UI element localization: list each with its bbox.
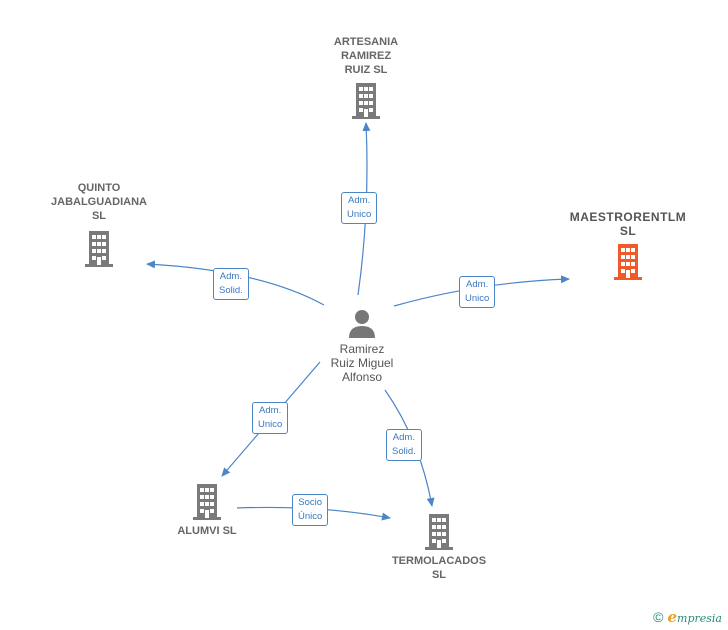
- company-alumvi[interactable]: ALUMVI SL: [160, 484, 254, 538]
- relation-label-alumvi-termolacados[interactable]: Socio Único: [292, 494, 329, 526]
- building-icon: [425, 514, 453, 550]
- relation-label-line: Adm.: [466, 279, 489, 290]
- relation-label-alumvi[interactable]: Adm. Unico: [252, 402, 289, 434]
- building-icon: [85, 231, 113, 267]
- person-name-line: Alfonso: [341, 370, 383, 384]
- relation-label-artesania[interactable]: Adm. Unico: [341, 192, 378, 224]
- relation-label-line: Unico: [465, 293, 490, 304]
- company-name-line: SL: [91, 210, 107, 222]
- company-quinto-jabalguadiana[interactable]: QUINTO JABALGUADIANA SL: [44, 181, 154, 267]
- person-name-line: Ramirez: [339, 342, 385, 356]
- relation-label-line: Adm.: [392, 432, 415, 443]
- relation-label-maestro[interactable]: Adm. Unico: [459, 276, 496, 308]
- person-name-line: Ruiz Miguel: [330, 356, 394, 370]
- company-name-line: JABALGUADIANA: [51, 196, 147, 208]
- relation-label-line: Socio: [298, 497, 323, 508]
- company-name-line: QUINTO: [77, 182, 121, 194]
- brand-logo: empresia: [667, 608, 722, 626]
- relation-label-line: Adm.: [259, 405, 282, 416]
- relation-label-line: Adm.: [348, 195, 371, 206]
- person-ramirez-ruiz-miguel-alfonso[interactable]: Ramirez Ruiz Miguel Alfonso: [316, 308, 408, 384]
- building-icon-highlighted: [614, 244, 642, 280]
- relation-label-line: Único: [298, 511, 323, 522]
- relation-label-line: Solid.: [392, 446, 416, 457]
- relation-label-termolacados[interactable]: Adm. Solid.: [386, 429, 422, 461]
- company-termolacados[interactable]: TERMOLACADOS SL: [386, 514, 492, 582]
- building-icon: [193, 484, 221, 520]
- relation-label-line: Unico: [258, 419, 283, 430]
- brand-initial: e: [667, 608, 678, 626]
- copyright-icon: ©: [653, 609, 664, 625]
- company-name-line: SL: [619, 224, 637, 238]
- company-name-line: MAESTRORENTLM: [569, 210, 687, 224]
- empresia-brand[interactable]: ©empresia: [653, 608, 722, 626]
- relation-label-quinto[interactable]: Adm. Solid.: [213, 268, 249, 300]
- company-artesania-ramirez-ruiz[interactable]: ARTESANIA RAMIREZ RUIZ SL: [318, 35, 414, 119]
- company-name-line: TERMOLACADOS: [391, 555, 487, 567]
- company-name-line: RUIZ SL: [344, 64, 388, 76]
- brand-rest: mpresia: [677, 612, 722, 625]
- company-name-line: ARTESANIA: [333, 36, 399, 48]
- relation-label-line: Unico: [347, 209, 372, 220]
- company-name-line: ALUMVI SL: [177, 525, 237, 537]
- relation-label-line: Solid.: [219, 285, 243, 296]
- company-name-line: RAMIREZ: [340, 50, 392, 62]
- person-icon: [349, 310, 375, 338]
- company-maestrorentlm[interactable]: MAESTRORENTLM SL: [560, 210, 696, 280]
- company-name-line: SL: [431, 569, 447, 581]
- building-icon: [352, 83, 380, 119]
- relation-label-line: Adm.: [219, 271, 242, 282]
